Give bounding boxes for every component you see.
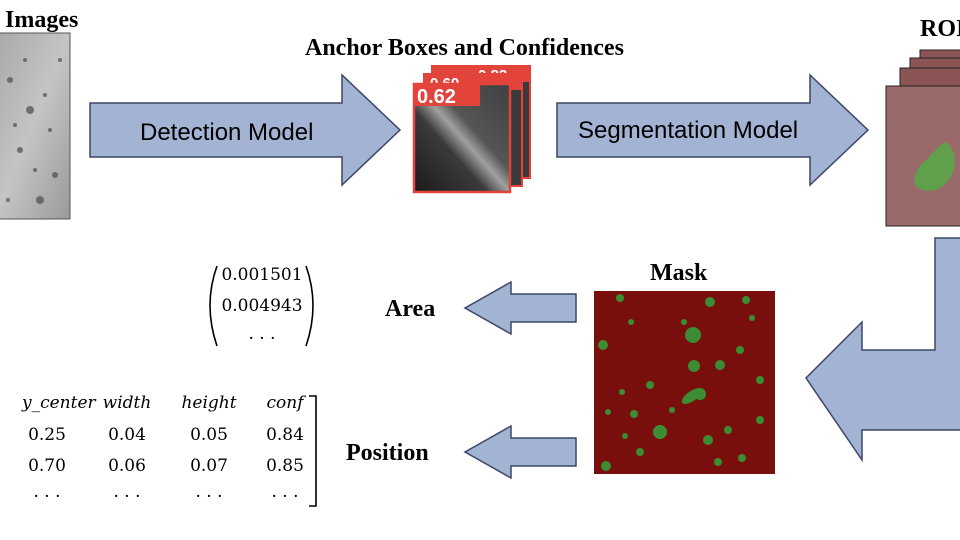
speckle (48, 128, 52, 132)
mask-blob (736, 346, 744, 354)
area-arrow (463, 280, 577, 336)
table-cell: 0.25 (28, 425, 66, 445)
mask-blob (742, 296, 750, 304)
mask-blob (605, 409, 611, 415)
segmentation-model-label: Segmentation Model (578, 117, 798, 144)
table-cell: · · · (33, 487, 60, 507)
table-cell: · · · (271, 487, 298, 507)
mask-blob (681, 387, 703, 405)
mask-label: Mask (650, 260, 708, 286)
roi-label: ROI (920, 16, 960, 42)
mask-blob (715, 360, 725, 370)
speckle (6, 198, 10, 202)
table-cell: · · · (195, 487, 222, 507)
mask-blob (636, 448, 644, 456)
mask-blob (703, 435, 713, 445)
detection-arrow (89, 73, 402, 187)
header-y-center: y_center (21, 393, 97, 413)
speckle (26, 106, 34, 114)
table-cell: 0.84 (266, 425, 304, 445)
detection-model-label: Detection Model (140, 119, 313, 146)
table-cell: · · · (113, 487, 140, 507)
mask-blob (688, 360, 700, 372)
anchor-box-front: 0.62 (412, 82, 512, 194)
position-arrow (463, 424, 577, 480)
area-vector-value-2: 0.004943 (221, 296, 302, 316)
segmentation-arrow (556, 73, 870, 187)
mask-blob (616, 294, 624, 302)
header-width: width (103, 393, 152, 413)
area-vector-value-1: 0.001501 (221, 265, 302, 285)
anchor-box-stack: 0.83 0.60 0.62 (412, 65, 531, 194)
speckle (23, 58, 27, 62)
area-vector-ellipsis: · · · (248, 329, 275, 349)
table-cell: 0.06 (108, 456, 146, 476)
mask-blob (628, 319, 634, 325)
mask-image (594, 291, 775, 474)
position-label: Position (346, 440, 429, 466)
anchor-boxes-title: Anchor Boxes and Confidences (305, 35, 624, 61)
mask-blob (622, 433, 628, 439)
mask-blob (738, 454, 746, 462)
input-image (0, 32, 71, 220)
table-cell: 0.70 (28, 456, 66, 476)
mask-blob (646, 381, 654, 389)
mask-output-arrow (805, 237, 960, 463)
mask-blob (619, 389, 625, 395)
mask-blob (724, 426, 732, 434)
speckle (13, 123, 17, 127)
speckle (58, 58, 62, 62)
table-cell: 0.85 (266, 456, 304, 476)
header-conf: conf (267, 393, 307, 413)
mask-blob (598, 340, 608, 350)
confidence-front: 0.62 (417, 86, 456, 108)
mask-blob (669, 407, 675, 413)
speckle (52, 172, 58, 178)
speckle (33, 168, 37, 172)
mask-blob (714, 458, 722, 466)
table-cell: 0.05 (190, 425, 228, 445)
position-matrix: y_center width height conf 0.25 0.04 0.0… (21, 393, 317, 507)
mask-blob (685, 327, 701, 343)
mask-blob (756, 376, 764, 384)
roi-stack (885, 49, 960, 227)
mask-blob (630, 410, 638, 418)
speckle (36, 196, 44, 204)
mask-blob (681, 319, 687, 325)
mask-blob (749, 315, 755, 321)
speckle (43, 93, 47, 97)
mask-blob (756, 416, 764, 424)
table-cell: 0.04 (108, 425, 146, 445)
speckle (17, 147, 23, 153)
area-vector: 0.001501 0.004943 · · · (209, 265, 314, 349)
mask-blob (705, 297, 715, 307)
speckle (7, 77, 13, 83)
header-height: height (181, 393, 236, 413)
input-label: Images (5, 7, 78, 33)
area-label: Area (385, 296, 435, 322)
table-cell: 0.07 (190, 456, 228, 476)
mask-blob (601, 461, 611, 471)
mask-blob (653, 425, 667, 439)
